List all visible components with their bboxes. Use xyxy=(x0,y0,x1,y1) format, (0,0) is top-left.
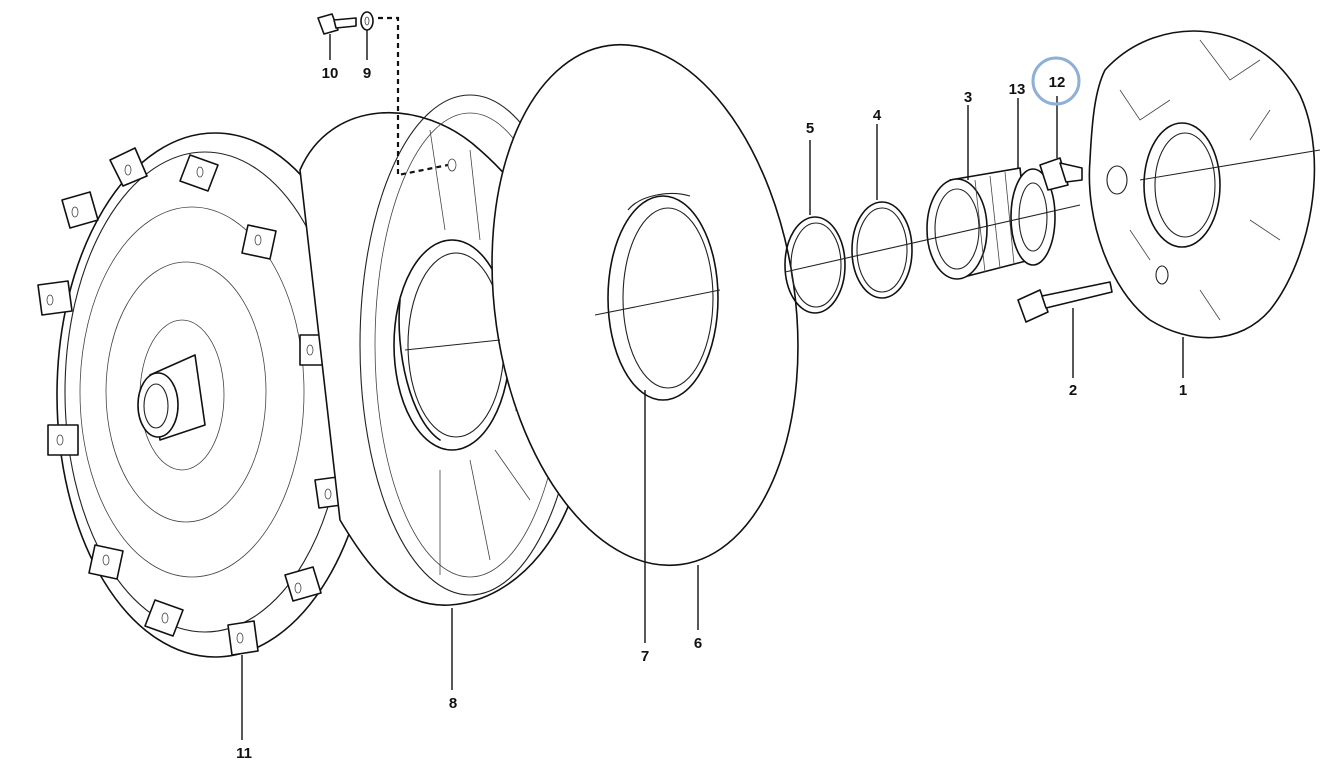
part-7-seal[interactable] xyxy=(607,193,719,401)
part-11-torque-converter[interactable] xyxy=(37,132,374,658)
part-1-pump-cover[interactable] xyxy=(1088,30,1316,339)
part-13-spacer[interactable] xyxy=(1010,168,1056,266)
callout-1[interactable]: 1 xyxy=(1179,382,1187,399)
callout-6[interactable]: 6 xyxy=(694,635,702,652)
leader-lines xyxy=(241,30,1184,740)
part-10-bolt[interactable] xyxy=(317,13,357,35)
part-2-bolt[interactable] xyxy=(1017,281,1113,323)
part-12-sensor[interactable] xyxy=(1039,157,1083,191)
callout-8[interactable]: 8 xyxy=(449,695,457,712)
callout-10[interactable]: 10 xyxy=(322,65,339,82)
callout-11[interactable]: 11 xyxy=(236,745,252,762)
part-4-o-ring[interactable] xyxy=(851,201,913,299)
part-9-washer[interactable] xyxy=(360,11,374,31)
part-5-snap-ring[interactable] xyxy=(784,216,846,314)
callout-7[interactable]: 7 xyxy=(641,648,649,665)
bolt-hole xyxy=(447,158,457,172)
alignment-dashed-line xyxy=(378,16,449,177)
part-3-gear[interactable] xyxy=(926,167,1031,280)
callout-4[interactable]: 4 xyxy=(873,107,882,124)
callout-9[interactable]: 9 xyxy=(363,65,371,82)
callout-2[interactable]: 2 xyxy=(1069,382,1077,399)
highlight-circle xyxy=(1031,56,1081,106)
callout-3[interactable]: 3 xyxy=(964,89,972,106)
center-axis-line xyxy=(404,149,1321,351)
callout-13[interactable]: 13 xyxy=(1009,81,1026,98)
callout-12[interactable]: 12 xyxy=(1049,74,1066,91)
callout-5[interactable]: 5 xyxy=(806,120,814,137)
